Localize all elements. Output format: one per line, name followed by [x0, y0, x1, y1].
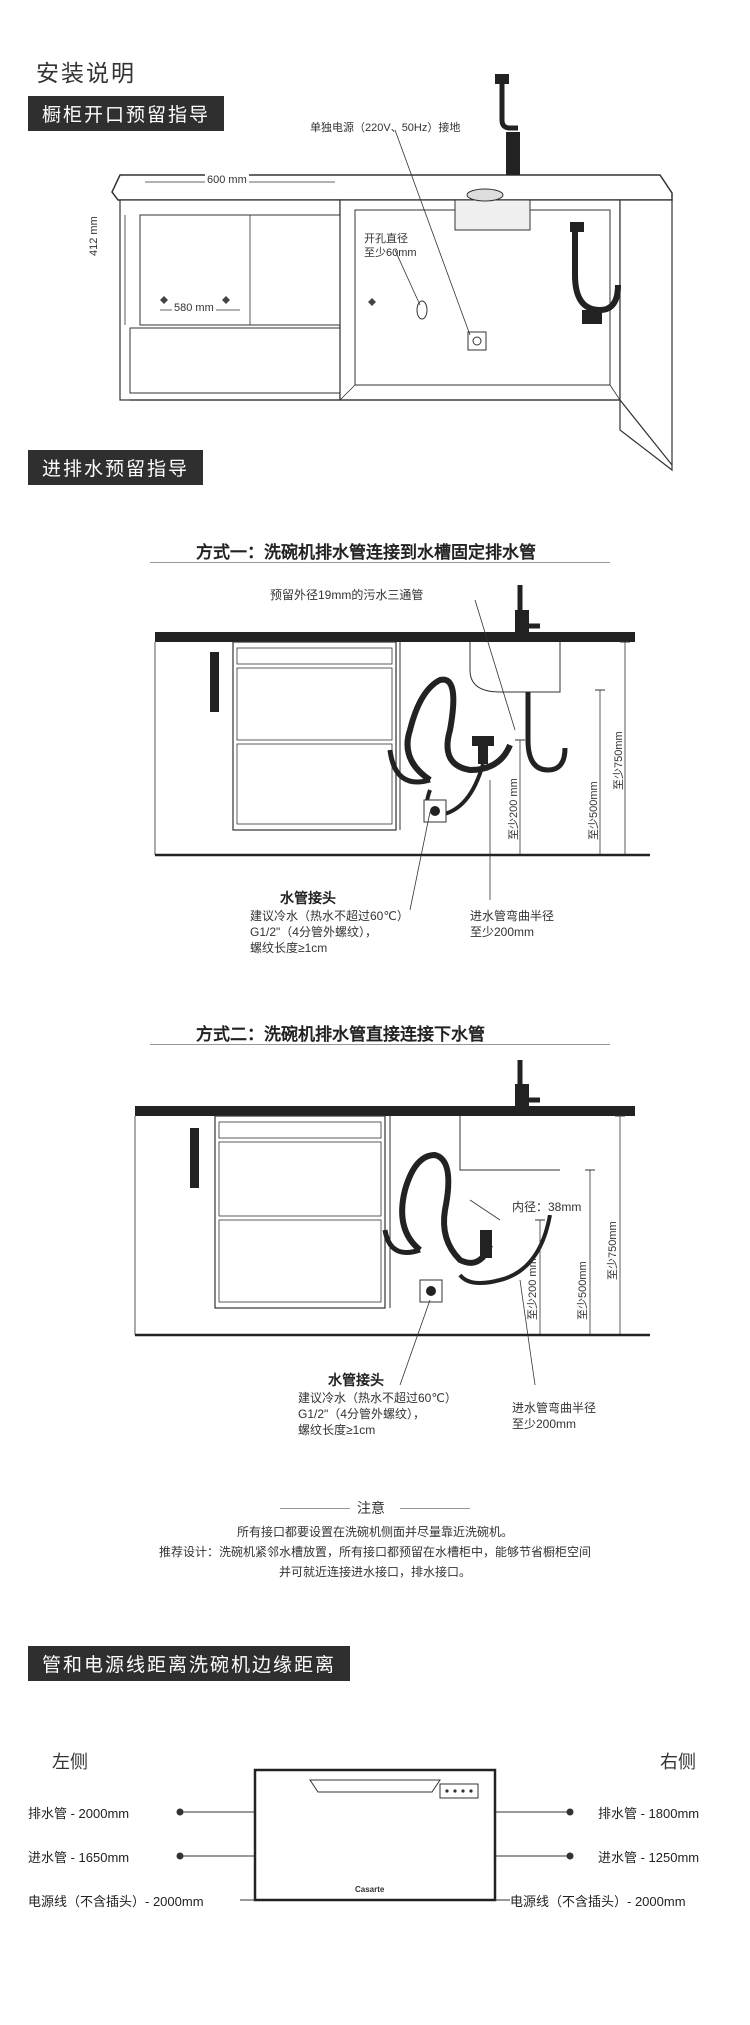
note-line3: 并可就近连接进水接口，排水接口。 — [278, 1565, 471, 1579]
note-line1: 所有接口都要设置在洗碗机侧面并尽量靠近洗碗机。 — [236, 1525, 513, 1539]
callout-left-title: 水管接头 — [328, 1372, 384, 1388]
note-rule-right — [400, 1508, 470, 1509]
left-power-cord: 电源线（不含插头）- 2000mm — [28, 1894, 204, 1909]
callout-left-line2: G1/2"（4分管外螺纹）， — [250, 925, 377, 939]
method1-title: 方式一：洗碗机排水管连接到水槽固定排水管 — [196, 543, 536, 562]
hole-label-line1: 开孔直径 — [364, 233, 408, 245]
left-drain-hose: 排水管 - 2000mm — [28, 1806, 130, 1821]
page-title: 安装说明 — [36, 60, 136, 86]
note-title: 注意 — [357, 1500, 385, 1516]
right-inlet-hose: 进水管 - 1250mm — [598, 1850, 700, 1865]
tee-pipe-label: 预留外径19mm的污水三通管 — [270, 588, 424, 602]
brand-logo: Casarte — [355, 1885, 385, 1894]
right-power-cord: 电源线（不含插头）- 2000mm — [510, 1894, 686, 1909]
method2-callout-right: 进水管弯曲半径 至少200mm — [512, 1400, 596, 1432]
callout-left-line3: 螺纹长度≥1cm — [250, 941, 328, 955]
method2-dim-750: 至少750mm — [607, 1221, 619, 1280]
section-label-water-drain: 进排水预留指导 — [28, 450, 204, 485]
power-supply-label: 单独电源（220V、50Hz）接地 — [310, 122, 461, 134]
method1-dim-750: 至少750mm — [613, 731, 625, 790]
method1-underline — [150, 562, 610, 563]
note-body: 所有接口都要设置在洗碗机侧面并尽量靠近洗碗机。 推荐设计：洗碗机紧邻水槽放置，所… — [0, 1522, 750, 1582]
method1-callout-left: 水管接头 建议冷水（热水不超过60℃） G1/2"（4分管外螺纹）， 螺纹长度≥… — [250, 888, 409, 956]
method1-callout-right: 进水管弯曲半径 至少200mm — [470, 908, 554, 940]
note-rule-left — [280, 1508, 350, 1509]
width-dimension-label: 600 mm — [205, 174, 249, 186]
right-side-title: 右侧 — [660, 1752, 696, 1772]
section-label-hose-length: 管和电源线距离洗碗机边缘距离 — [28, 1646, 351, 1681]
cabinet-opening-diagram — [111, 74, 673, 472]
method2-callout-left: 水管接头 建议冷水（热水不超过60℃） G1/2"（4分管外螺纹）， 螺纹长度≥… — [298, 1370, 457, 1438]
method1-dim-200: 至少200 mm — [508, 778, 520, 840]
callout-left-line3: 螺纹长度≥1cm — [298, 1423, 376, 1437]
note-line2: 推荐设计：洗碗机紧邻水槽放置，所有接口都预留在水槽柜中，能够节省橱柜空间 — [158, 1545, 591, 1559]
method2-diagram — [134, 1060, 650, 1386]
callout-right-line2: 至少200mm — [512, 1417, 577, 1431]
method2-dim-500: 至少500mm — [577, 1261, 589, 1320]
left-inlet-hose: 进水管 - 1650mm — [28, 1850, 130, 1865]
callout-right-line1: 进水管弯曲半径 — [470, 909, 555, 923]
method1-diagram — [154, 585, 650, 911]
hole-diameter-label: 开孔直径 至少60mm — [364, 232, 417, 260]
callout-right-line1: 进水管弯曲半径 — [512, 1401, 597, 1415]
callout-left-line1: 建议冷水（热水不超过60℃） — [250, 909, 409, 923]
callout-left-line1: 建议冷水（热水不超过60℃） — [298, 1391, 457, 1405]
method2-dim-200: 至少200 mm — [527, 1258, 539, 1320]
right-drain-hose: 排水管 - 1800mm — [598, 1806, 700, 1821]
dishwasher-front-diagram — [176, 1768, 574, 1902]
inner-diameter-label: 内径：38mm — [510, 1198, 584, 1215]
callout-right-line2: 至少200mm — [470, 925, 535, 939]
left-side-title: 左侧 — [52, 1752, 88, 1772]
height-dimension-label: 412 mm — [88, 216, 100, 256]
callout-left-line2: G1/2"（4分管外螺纹）， — [298, 1407, 425, 1421]
method1-dim-500: 至少500mm — [588, 781, 600, 840]
method2-title: 方式二：洗碗机排水管直接连接下水管 — [196, 1025, 485, 1044]
hole-label-line2: 至少60mm — [364, 247, 417, 259]
callout-left-title: 水管接头 — [280, 890, 336, 906]
section-label-cabinet-opening: 橱柜开口预留指导 — [28, 96, 225, 131]
method2-underline — [150, 1044, 610, 1045]
depth-dimension-label: 580 mm — [172, 302, 216, 314]
